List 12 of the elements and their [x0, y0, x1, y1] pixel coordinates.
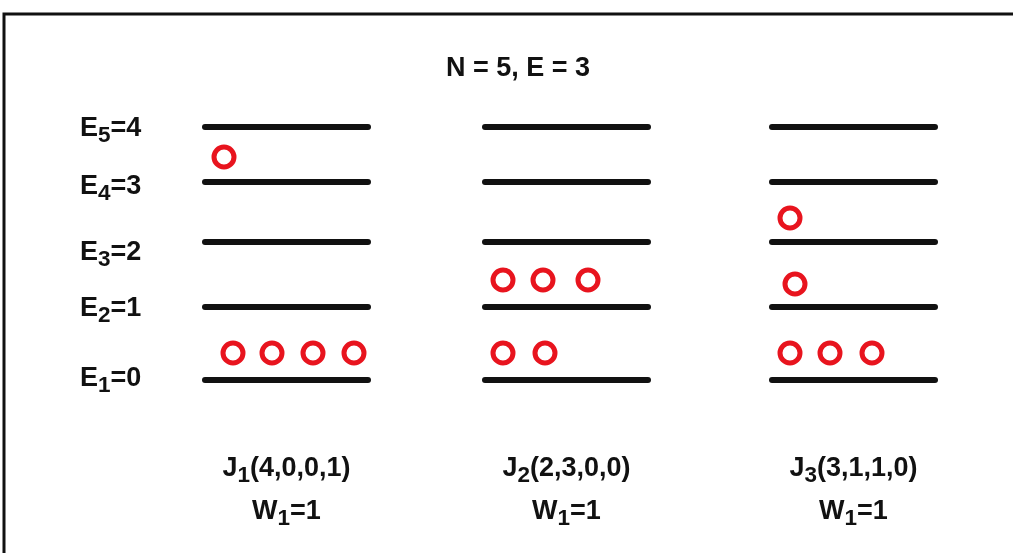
configuration-label: J$_{3}$(3,1,1,0)	[789, 452, 918, 490]
heading: N = 5, E = 3	[445, 52, 591, 82]
energy-level-label: E$_{4}$=3	[80, 170, 142, 208]
weight-label: W$_{1}$=1	[532, 495, 601, 533]
configuration-label: J$_{2}$(2,3,0,0)	[502, 452, 631, 490]
weight-label: W$_{1}$=1	[252, 495, 321, 533]
energy-level-label: E$_{2}$=1	[80, 292, 142, 330]
energy-level-label: E$_{5}$=4	[80, 112, 142, 150]
energy-level-label: E$_{1}$=0	[80, 362, 142, 400]
energy-level-label: E$_{3}$=2	[80, 236, 142, 274]
weight-label: W$_{1}$=1	[819, 495, 888, 533]
configuration-label: J$_{1}$(4,0,0,1)	[222, 452, 351, 490]
